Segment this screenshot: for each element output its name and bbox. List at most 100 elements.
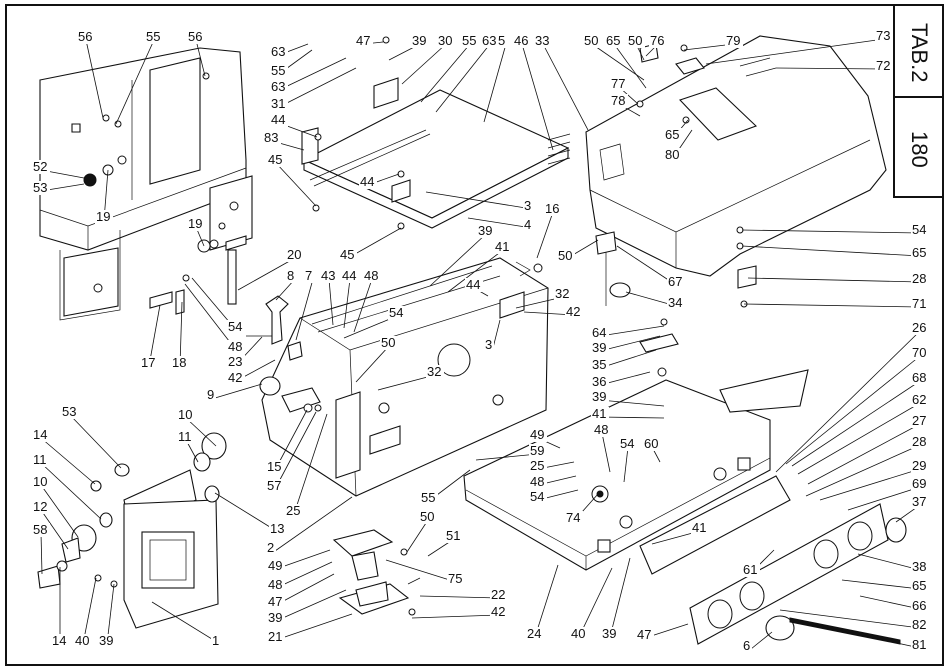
callout-label-background bbox=[565, 305, 583, 319]
part-callout: 50 bbox=[627, 33, 645, 61]
part-callout: 33 bbox=[534, 33, 589, 131]
part-callout: 24 bbox=[526, 564, 559, 641]
part-callout: 45 bbox=[267, 152, 317, 207]
callout-label-background bbox=[266, 541, 276, 555]
callout-label-background bbox=[341, 269, 359, 283]
callout-label-background bbox=[286, 269, 296, 283]
part-callout: 22 bbox=[419, 587, 508, 602]
callout-label-background bbox=[227, 371, 245, 385]
callout-number: 49 bbox=[530, 427, 544, 442]
callout-label-background bbox=[911, 371, 929, 385]
part-callout: 41 bbox=[591, 406, 665, 421]
callout-number: 23 bbox=[228, 354, 242, 369]
callout-number: 4 bbox=[524, 217, 531, 232]
part-callout: 56 bbox=[77, 29, 104, 119]
callout-number: 42 bbox=[566, 304, 580, 319]
callout-number: 39 bbox=[268, 610, 282, 625]
callout-label-background bbox=[593, 423, 611, 437]
callout-label-background bbox=[32, 428, 50, 442]
callout-label-background bbox=[267, 559, 285, 573]
callout-leader-line bbox=[40, 484, 79, 538]
callout-number: 81 bbox=[912, 637, 926, 652]
part-callout: 28 bbox=[805, 434, 929, 497]
callout-leader-line bbox=[741, 245, 921, 257]
callout-label-background bbox=[591, 390, 609, 404]
callout-label-background bbox=[911, 272, 929, 286]
part-callout: 55 bbox=[420, 33, 479, 103]
callout-leader-line bbox=[435, 43, 491, 113]
callout-number: 45 bbox=[340, 247, 354, 262]
callout-leader-line bbox=[237, 257, 296, 291]
part-callout: 83 bbox=[263, 130, 305, 151]
callout-label-background bbox=[32, 475, 50, 489]
callout-leader-line bbox=[779, 609, 921, 629]
part-callout: 10 bbox=[177, 407, 217, 447]
part-callout: 82 bbox=[779, 609, 929, 632]
callout-label-background bbox=[742, 639, 752, 653]
callout-label-background bbox=[461, 34, 479, 48]
callout-label-background bbox=[911, 560, 929, 574]
callout-label-background bbox=[77, 30, 95, 44]
callout-number: 42 bbox=[491, 604, 505, 619]
callout-leader-line bbox=[623, 446, 629, 483]
part-callout: 50 bbox=[355, 335, 398, 383]
part-callout: 29 bbox=[819, 458, 929, 501]
callout-label-background bbox=[51, 634, 69, 648]
callout-number: 39 bbox=[592, 389, 606, 404]
callout-number: 34 bbox=[668, 295, 682, 310]
roller-bracket bbox=[259, 376, 322, 413]
part-callout: 3 bbox=[425, 191, 533, 213]
callout-number: 43 bbox=[321, 268, 335, 283]
callout-label-background bbox=[544, 202, 562, 216]
callout-leader-line bbox=[859, 595, 921, 610]
part-callout: 8 bbox=[275, 268, 296, 301]
part-callout: 72 bbox=[775, 58, 893, 73]
callout-label-background bbox=[206, 388, 216, 402]
callout-label-background bbox=[61, 405, 79, 419]
part-callout: 55 bbox=[420, 469, 471, 505]
callout-number: 10 bbox=[178, 407, 192, 422]
callout-leader-line bbox=[195, 39, 206, 77]
part-callout: 65 bbox=[741, 245, 929, 260]
callout-leader-line bbox=[419, 595, 500, 599]
part-callout: 54 bbox=[343, 305, 406, 339]
part-callout: 45 bbox=[339, 227, 402, 262]
callout-number: 63 bbox=[482, 33, 496, 48]
callout-leader-line bbox=[536, 211, 554, 259]
callout-number: 17 bbox=[141, 355, 155, 370]
callout-leader-line bbox=[857, 553, 921, 571]
part-callout: 48 bbox=[529, 474, 577, 489]
callout-leader-line bbox=[429, 233, 487, 287]
callout-number: 50 bbox=[558, 248, 572, 263]
callout-leader-line bbox=[343, 278, 351, 329]
callout-label-background bbox=[32, 523, 50, 537]
callout-label-background bbox=[388, 306, 406, 320]
callout-label-background bbox=[605, 34, 623, 48]
callout-label-background bbox=[529, 459, 547, 473]
part-callout: 4 bbox=[467, 217, 533, 232]
part-callout: 1 bbox=[151, 601, 221, 648]
callout-label-background bbox=[601, 627, 619, 641]
callout-label-background bbox=[497, 34, 507, 48]
callout-number: 47 bbox=[268, 594, 282, 609]
callout-label-background bbox=[725, 34, 743, 48]
callout-label-background bbox=[465, 278, 483, 292]
callout-number: 55 bbox=[421, 490, 435, 505]
callout-number: 54 bbox=[228, 319, 242, 334]
callout-leader-line bbox=[151, 601, 221, 645]
callout-leader-line bbox=[275, 561, 333, 589]
callout-label-background bbox=[643, 437, 661, 451]
callout-leader-line bbox=[353, 278, 373, 333]
callout-leader-line bbox=[214, 383, 263, 399]
callout-number: 75 bbox=[448, 571, 462, 586]
callout-label-background bbox=[627, 34, 645, 48]
callout-label-background bbox=[570, 627, 588, 641]
callout-number: 58 bbox=[33, 522, 47, 537]
part-callout: 15 bbox=[266, 409, 308, 474]
callout-number: 11 bbox=[178, 429, 192, 444]
part-callout: 18 bbox=[171, 301, 189, 370]
callout-leader-line bbox=[599, 416, 665, 419]
callout-number: 39 bbox=[602, 626, 616, 641]
callout-number: 69 bbox=[912, 476, 926, 491]
part-callout: 39 bbox=[267, 589, 347, 625]
